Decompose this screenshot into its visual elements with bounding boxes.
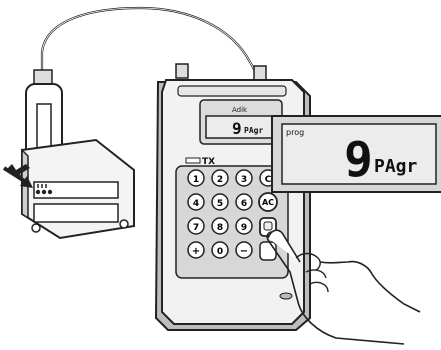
key-3[interactable]: 3 bbox=[236, 170, 252, 186]
brand-mark: Adik bbox=[232, 106, 248, 114]
key-5-label: 5 bbox=[217, 199, 223, 209]
small-lcd-mode: PAgr bbox=[244, 126, 263, 135]
key-4-label: 4 bbox=[193, 199, 199, 209]
key-8[interactable]: 8 bbox=[212, 218, 228, 234]
large-lcd-mode: PAgr bbox=[374, 156, 418, 177]
key-4[interactable]: 4 bbox=[188, 194, 204, 210]
battery-module bbox=[22, 70, 134, 238]
large-lcd-digit: 9 bbox=[344, 132, 373, 188]
key-6-label: 6 bbox=[241, 199, 247, 209]
key-2-label: 2 bbox=[217, 175, 223, 185]
key-enter[interactable] bbox=[260, 242, 276, 260]
key-9[interactable]: 9 bbox=[236, 218, 252, 234]
key-1-label: 1 bbox=[193, 175, 199, 185]
key-minus-label: − bbox=[240, 246, 248, 257]
key-ac-label: AC bbox=[262, 198, 274, 207]
key-c-label: C bbox=[265, 175, 272, 185]
indicator-dot bbox=[42, 190, 46, 194]
display-callout: prog 9 PAgr bbox=[272, 116, 441, 192]
key-5[interactable]: 5 bbox=[212, 194, 228, 210]
bottom-indicator bbox=[280, 293, 292, 299]
key-8-label: 8 bbox=[217, 223, 223, 233]
key-7[interactable]: 7 bbox=[188, 218, 204, 234]
key-0-label: 0 bbox=[217, 247, 223, 257]
key-minus[interactable]: − bbox=[236, 242, 252, 258]
transmitter-device: Adik 9 PAgr TX 1 2 3 C 4 5 6 AC 7 8 9 + … bbox=[156, 64, 310, 330]
key-plus[interactable]: + bbox=[188, 242, 204, 258]
indicator-dot bbox=[48, 190, 52, 194]
key-6[interactable]: 6 bbox=[236, 194, 252, 210]
key-3-label: 3 bbox=[241, 175, 247, 185]
key-plus-label: + bbox=[192, 246, 200, 257]
key-2[interactable]: 2 bbox=[212, 170, 228, 186]
key-1[interactable]: 1 bbox=[188, 170, 204, 186]
small-lcd-digit: 9 bbox=[232, 119, 242, 138]
key-0[interactable]: 0 bbox=[212, 242, 228, 258]
indicator-dot bbox=[36, 190, 40, 194]
key-7-label: 7 bbox=[193, 223, 199, 233]
key-9-label: 9 bbox=[241, 223, 247, 233]
key-ac[interactable]: AC bbox=[259, 193, 277, 211]
cable-icon bbox=[42, 8, 258, 76]
lcd-prog-label: prog bbox=[286, 128, 304, 137]
